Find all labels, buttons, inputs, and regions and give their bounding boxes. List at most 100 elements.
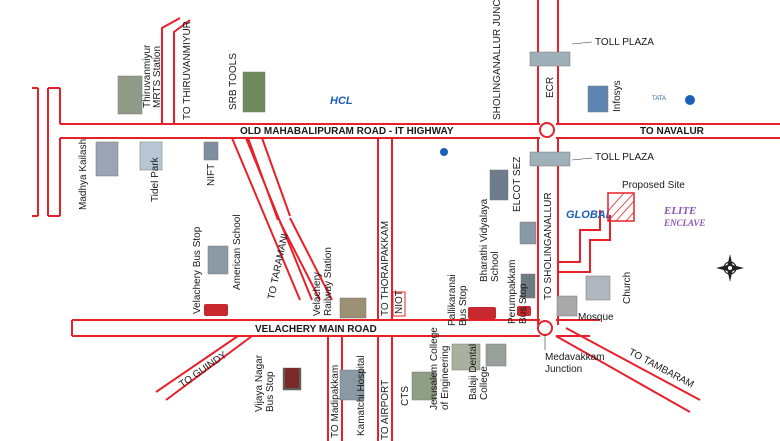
to-madipakkam-label: TO Madipakkam bbox=[330, 365, 341, 438]
thiruvanmiyur-mrts-line1: Thiruvanmiyur bbox=[142, 44, 153, 108]
church-photo-icon bbox=[585, 275, 611, 301]
bus-icon bbox=[468, 307, 496, 319]
to-sholinganallur-label: TO SHOLINGANALLUR bbox=[543, 192, 554, 300]
global-logo: GLOBAL bbox=[566, 209, 613, 221]
building-photo-icon bbox=[242, 71, 266, 113]
to-thiruvanmiyur-road bbox=[161, 17, 191, 124]
thiruvanmiyur-mrts-line2: MRTS Station bbox=[152, 46, 163, 108]
proposed-site-hatch bbox=[607, 192, 635, 222]
sholinganallur-junction-label: SHOLINGANALLUR JUNCTION bbox=[492, 0, 503, 120]
toll-plaza-photo-icon bbox=[529, 151, 571, 167]
kamatchi-hospital-label: Kamatchi Hospital bbox=[356, 355, 367, 436]
guindy-road bbox=[155, 335, 253, 401]
mosque-photo-icon bbox=[556, 295, 578, 317]
srb-tools-label: SRB TOOLS bbox=[228, 53, 239, 110]
medavakkam-line1: Medavakkam bbox=[545, 352, 604, 363]
building-photo-icon bbox=[139, 141, 163, 171]
mosque-label: Mosque bbox=[578, 312, 614, 323]
building-photo-icon bbox=[95, 141, 119, 177]
perumpakkam-line2: Bus Stop bbox=[518, 283, 529, 324]
toll-plaza-photo-icon bbox=[529, 51, 571, 67]
jerusalem-college-line2: of Engineering bbox=[440, 346, 451, 411]
building-photo-icon bbox=[485, 343, 507, 367]
taramani-link bbox=[279, 217, 333, 301]
sholinganallur-road bbox=[537, 138, 559, 325]
balaji-dental-line1: Balaji Dental bbox=[468, 344, 479, 400]
sholinganallur-junction-circle bbox=[539, 122, 555, 138]
building-photo-icon bbox=[411, 371, 437, 401]
building-photo-icon bbox=[207, 245, 229, 275]
airport-road bbox=[377, 336, 393, 441]
omr-road bbox=[60, 123, 780, 139]
building-photo-icon bbox=[520, 273, 536, 299]
jerusalem-college-line1: Jerusalem College bbox=[429, 327, 440, 410]
perumpakkam-line1: Perumpakkam bbox=[507, 260, 518, 324]
pallikaranai-line1: Pallikaranai bbox=[447, 274, 458, 326]
madhya-kailash-label: Madhya Kailash bbox=[78, 139, 89, 210]
bus-icon bbox=[517, 306, 531, 316]
capgemini-logo-icon bbox=[685, 95, 695, 105]
to-guindy-label: TO GUINDY bbox=[177, 349, 229, 390]
velachery-railway-line2: Railway Station bbox=[323, 247, 334, 316]
building-photo-icon bbox=[203, 141, 219, 161]
bharathi-vidyalaya-line2: School bbox=[490, 251, 501, 282]
vijaya-nagar-line1: Vijaya Nagar bbox=[254, 354, 265, 412]
balaji-dental-line2: College bbox=[479, 366, 490, 400]
velachery-bus-stop-label: Velachery Bus Stop bbox=[192, 226, 203, 314]
toll-plaza-leaders bbox=[571, 41, 593, 161]
thoraipakkam-road bbox=[377, 138, 393, 320]
infosys-label: Infosys bbox=[612, 80, 623, 112]
american-school-label: American School bbox=[232, 214, 243, 290]
bus-icons bbox=[204, 304, 531, 388]
proposed-site-label: Proposed Site bbox=[622, 180, 685, 191]
elite-logo-line1: ELITE bbox=[663, 205, 696, 217]
bharathi-vidyalaya-line1: Bharathi Vidyalaya bbox=[479, 198, 490, 282]
building-photo-icon bbox=[519, 221, 537, 245]
building-photo-icon bbox=[489, 169, 509, 201]
church-label: Church bbox=[622, 272, 633, 304]
nift-label: NIFT bbox=[206, 164, 217, 186]
tidel-park-label: Tidel Park bbox=[150, 156, 161, 202]
niot-box bbox=[392, 291, 406, 317]
proposed-site-marker bbox=[607, 192, 635, 222]
to-airport-label: TO AIRPORT bbox=[380, 380, 391, 440]
building-photo-icon bbox=[339, 369, 365, 401]
medavakkam-line2: Junction bbox=[545, 364, 582, 375]
to-thoraipakkam-label: TO THORAIPAKKAM bbox=[380, 221, 391, 316]
capgemini-logo-icon bbox=[440, 148, 448, 156]
pallikaranai-line2: Bus Stop bbox=[458, 285, 469, 326]
velachery-main-road bbox=[71, 319, 600, 337]
thiruvanmiyur-branch bbox=[32, 87, 61, 217]
ecr-label: ECR bbox=[545, 77, 556, 98]
toll-plaza-mid-label: TOLL PLAZA bbox=[595, 152, 654, 163]
bus-icon bbox=[204, 304, 228, 316]
vijaya-nagar-line2: Bus Stop bbox=[265, 371, 276, 412]
medavakkam-junction-circle bbox=[537, 320, 553, 336]
elite-logo-line2: ENCLAVE bbox=[663, 218, 705, 228]
tambaram-road bbox=[555, 327, 701, 413]
taramani-road bbox=[231, 137, 313, 301]
site-access-road bbox=[558, 210, 611, 273]
velachery-main-label: VELACHERY MAIN ROAD bbox=[255, 324, 377, 335]
landmark-photos bbox=[95, 51, 611, 401]
elcot-sez-label: ELCOT SEZ bbox=[512, 157, 523, 212]
bus-icon bbox=[285, 368, 299, 388]
to-navalur-label: TO NAVALUR bbox=[640, 126, 705, 137]
to-tambaram-label: TO TAMBARAM bbox=[627, 347, 696, 391]
compass-rose-icon bbox=[716, 254, 744, 282]
velachery-railway-line1: Velachery bbox=[312, 272, 323, 316]
hcl-logo: HCL bbox=[330, 95, 353, 107]
building-photo-icon bbox=[587, 85, 609, 113]
building-photo-icon bbox=[339, 297, 367, 319]
to-taramani-label: TO TARAMANI bbox=[266, 233, 291, 301]
tata-logo: TATA bbox=[652, 96, 666, 102]
niot-label: NIOT bbox=[394, 290, 405, 314]
building-photo-icon bbox=[451, 343, 481, 371]
toll-plaza-top-label: TOLL PLAZA bbox=[595, 37, 654, 48]
cts-label: CTS bbox=[400, 386, 411, 406]
building-photo-icon bbox=[117, 75, 143, 115]
to-thiruvanmiyur-label: TO THIRUVANMIYUR bbox=[182, 21, 193, 120]
road-network bbox=[32, 0, 780, 441]
omr-label: OLD MAHABALIPURAM ROAD - IT HIGHWAY bbox=[240, 126, 454, 137]
